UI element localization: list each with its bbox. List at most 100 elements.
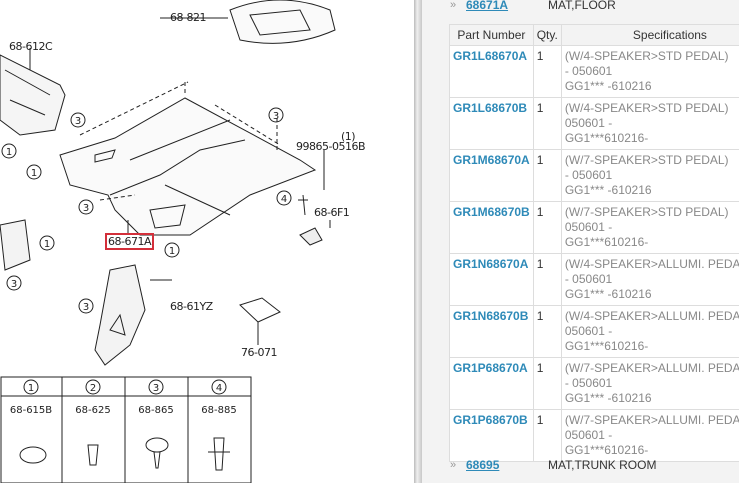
callout-1: 1 [169,246,175,257]
group-header-68671a: » 68671A MAT,FLOOR [450,0,616,12]
label-76-071[interactable]: 76-071 [241,346,277,359]
part-number-link[interactable]: GR1L68670A [449,45,534,98]
callout-3: 3 [273,111,279,122]
label-68-612c[interactable]: 68-612C [9,40,53,53]
spec-line: (W/7-SPEAKER>STD PEDAL) [564,205,729,219]
spec-line: (W/7-SPEAKER>ALLUMI. PEDAL) [564,361,739,375]
spec-line: 050601 - [564,324,613,338]
part-number-link[interactable]: GR1N68670B [449,305,534,358]
callout-4: 4 [281,194,287,205]
spec-line: - 050601 [564,168,613,182]
qty-cell: 1 [532,305,562,358]
spec-line: GG1***610216- [564,131,649,145]
part-76-071-drawing [239,297,281,323]
callout-3: 3 [11,279,17,290]
callout-3: 3 [75,116,81,127]
part-number-link[interactable]: GR1L68670B [449,97,534,150]
legend-table-lines [0,376,252,483]
legend-num-3: 3 [153,383,159,394]
parts-list-panel: » 68671A MAT,FLOOR Part Number Qty. Spec… [422,0,739,483]
chevron-right-icon: » [450,0,457,11]
legend-part-2: 68-625 [75,405,110,416]
part-number-link[interactable]: GR1M68670B [449,201,534,254]
spec-cell: (W/4-SPEAKER>STD PEDAL)050601 -GG1***610… [560,97,739,150]
label-68-671a-highlighted[interactable]: 68-671A [105,233,154,250]
callout-3: 3 [83,302,89,313]
qty-cell: 1 [532,253,562,306]
spec-line: GG1*** -610216 [564,391,652,405]
spec-line: GG1***610216- [564,339,649,353]
spec-cell: (W/4-SPEAKER>ALLUMI. PEDAL)050601 -GG1**… [560,305,739,358]
part-number-link[interactable]: GR1M68670A [449,149,534,202]
spec-line: (W/4-SPEAKER>STD PEDAL) [564,101,729,115]
label-68-6f1[interactable]: 68-6F1 [314,206,350,219]
spec-line: 050601 - [564,116,613,130]
callout-3: 3 [83,203,89,214]
spec-line: GG1***610216- [564,235,649,249]
qty-cell: 1 [532,357,562,410]
col-qty: Qty. [532,24,562,46]
qty-cell: 1 [532,409,562,462]
leader-lines [29,17,331,345]
part-number-link[interactable]: GR1N68670A [449,253,534,306]
group-name: MAT,FLOOR [548,0,616,12]
spec-line: GG1*** -610216 [564,287,652,301]
spec-cell: (W/7-SPEAKER>STD PEDAL)050601 -GG1***610… [560,201,739,254]
spec-line: 050601 - [564,220,613,234]
qty-cell: 1 [532,149,562,202]
callout-circles [1,107,292,314]
spec-cell: (W/7-SPEAKER>ALLUMI. PEDAL)050601 -GG1**… [560,409,739,462]
spec-line: GG1***610216- [564,443,649,457]
spec-line: - 050601 [564,272,613,286]
spec-line: GG1*** -610216 [564,79,652,93]
legend-part-1: 68-615B [10,405,52,416]
label-qty: (1) [341,130,356,143]
col-part-number: Part Number [449,24,534,46]
spec-line: (W/4-SPEAKER>STD PEDAL) [564,49,729,63]
part-68-821-drawing [229,0,336,44]
qty-cell: 1 [532,201,562,254]
part-68-612c-drawing [0,54,66,136]
group-name: MAT,TRUNK ROOM [548,458,657,472]
label-68-61yz[interactable]: 68-61YZ [170,300,213,313]
spec-line: (W/4-SPEAKER>ALLUMI. PEDAL) [564,257,739,271]
chevron-right-icon: » [450,459,457,471]
panel-splitter[interactable] [414,0,422,483]
spec-line: - 050601 [564,376,613,390]
qty-cell: 1 [532,97,562,150]
part-number-link[interactable]: GR1P68670B [449,409,534,462]
label-99865-0516b[interactable]: 99865-0516B [296,140,366,153]
callout-1: 1 [44,239,50,250]
bracket-drawing [0,219,31,271]
floor-mat-drawing [59,81,317,236]
legend-num-4: 4 [216,383,222,394]
spec-line: (W/7-SPEAKER>STD PEDAL) [564,153,729,167]
group-link-68695[interactable]: 68695 [466,458,500,472]
spec-line: - 050601 [564,64,613,78]
part-68-61yz-drawing [94,264,146,366]
spec-line: (W/4-SPEAKER>ALLUMI. PEDAL) [564,309,739,323]
group-header-68695: » 68695 MAT,TRUNK ROOM [450,458,656,472]
legend-part-3: 68-865 [138,405,173,416]
callout-1: 1 [31,168,37,179]
part-68-6f1-drawing [298,194,323,246]
label-68-821[interactable]: 68-821 [170,11,206,24]
legend-num-1: 1 [28,383,34,394]
legend-part-4: 68-885 [201,405,236,416]
group-link-68671a[interactable]: 68671A [466,0,509,12]
spec-line: (W/7-SPEAKER>ALLUMI. PEDAL) [564,413,739,427]
part-number-link[interactable]: GR1P68670A [449,357,534,410]
